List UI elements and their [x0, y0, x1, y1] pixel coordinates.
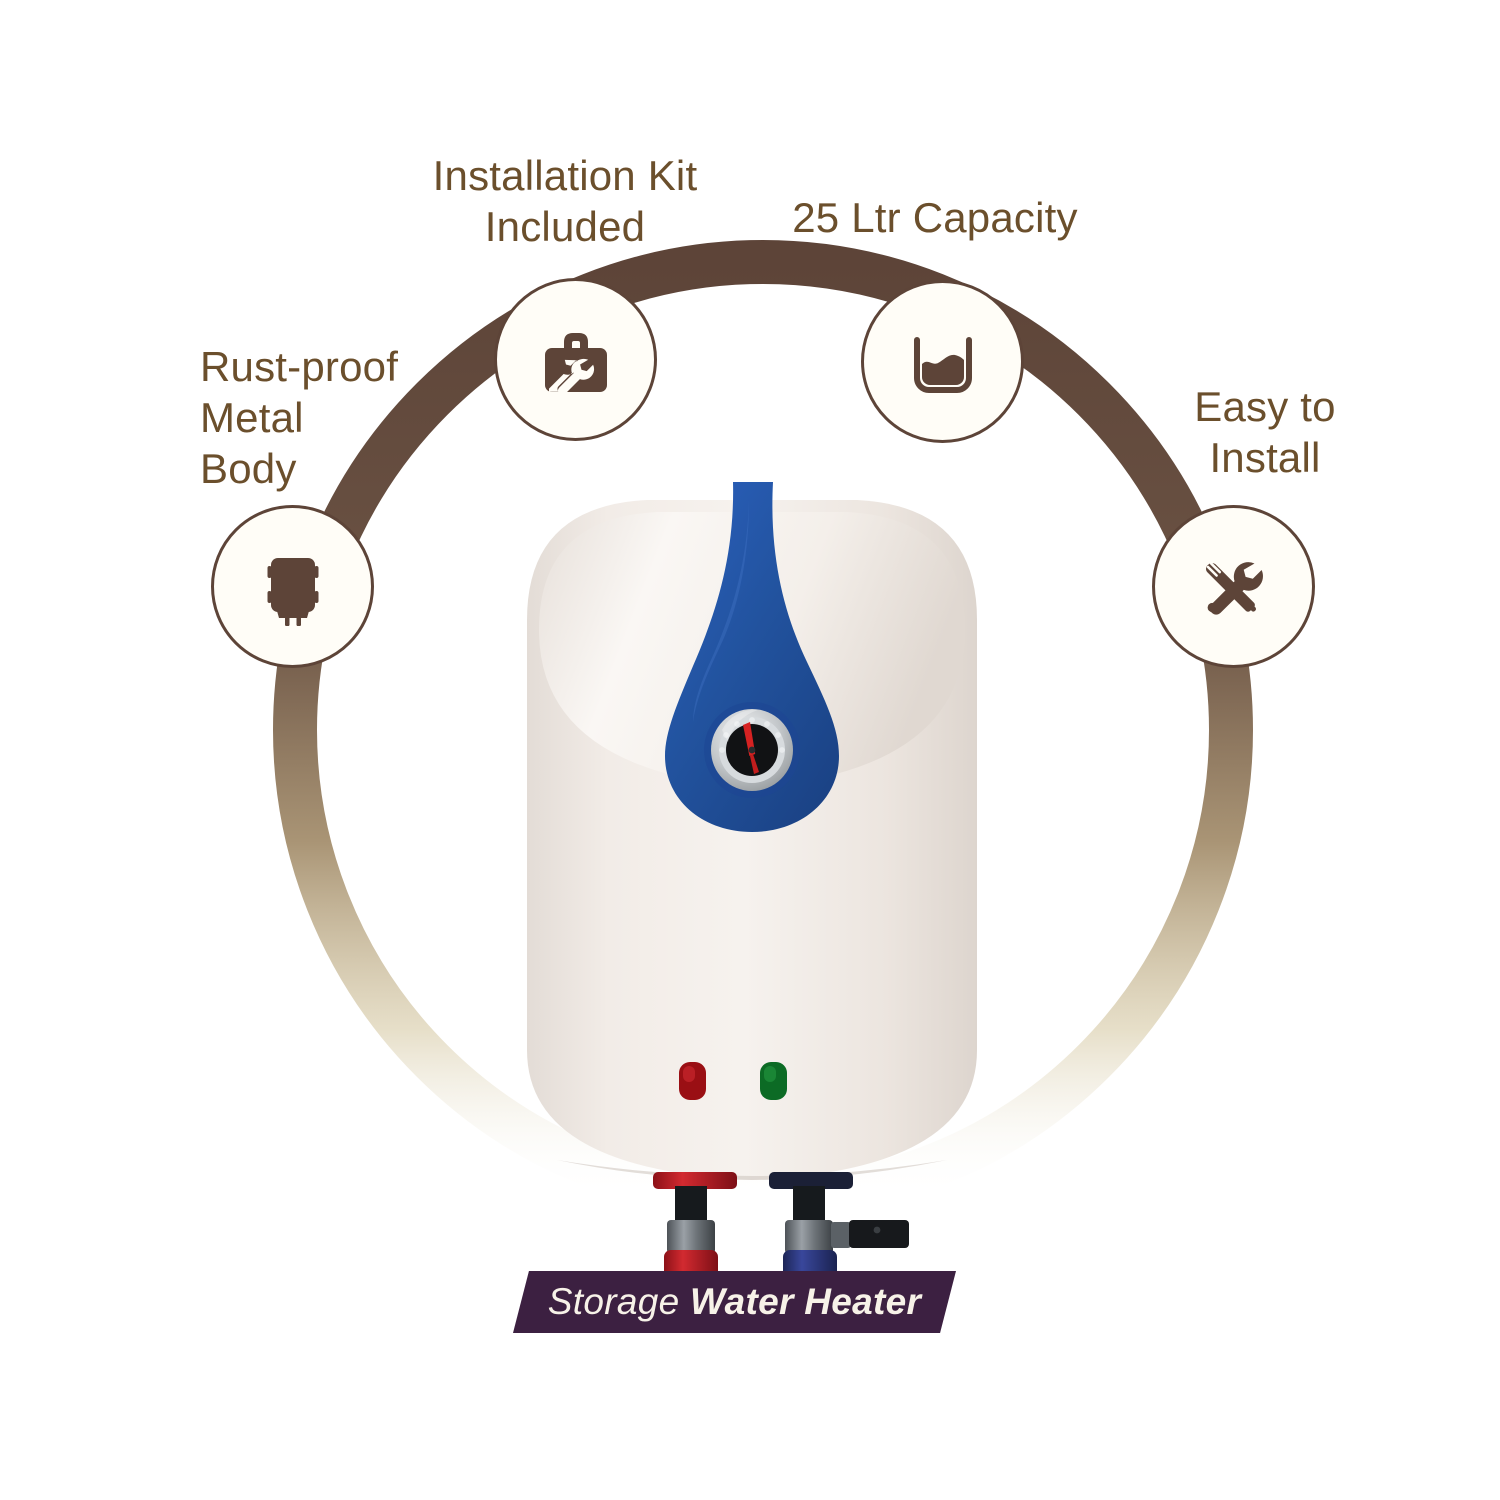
banner-background	[513, 1271, 956, 1333]
green-led-icon	[760, 1062, 787, 1100]
product-water-heater	[497, 470, 1007, 1290]
feature-icon-circle-easy-to-install	[1152, 505, 1315, 668]
red-led-icon	[679, 1062, 706, 1100]
water-level-tank-icon	[913, 336, 972, 393]
indicator-lights	[679, 1062, 787, 1100]
temperature-gauge-icon	[704, 702, 800, 798]
feature-icon-circle-rust-proof-metal-body	[211, 505, 374, 668]
product-name-banner: Storage Water Heater	[513, 1271, 956, 1333]
banner-prefix: Storage	[547, 1281, 691, 1322]
feature-label-rust-proof-metal-body: Rust-proof Metal Body	[200, 343, 399, 493]
water-heater-tank-icon	[267, 557, 318, 626]
feature-label-installation-kit-included: Installation Kit Included	[432, 152, 698, 251]
feature-label-capacity: 25 Ltr Capacity	[792, 194, 1078, 241]
banner-label: Storage Water Heater	[513, 1271, 956, 1333]
wrench-screwdriver-icon	[1205, 561, 1263, 615]
feature-icon-circle-installation-kit	[494, 278, 657, 441]
cold-water-valve-icon	[769, 1172, 909, 1281]
toolbox-icon	[544, 332, 607, 395]
feature-label-easy-to-install: Easy to Install	[1194, 383, 1336, 482]
banner-emphasis: Water Heater	[690, 1281, 922, 1322]
hot-water-pipe-icon	[653, 1172, 737, 1281]
feature-icon-circle-capacity	[861, 280, 1024, 443]
